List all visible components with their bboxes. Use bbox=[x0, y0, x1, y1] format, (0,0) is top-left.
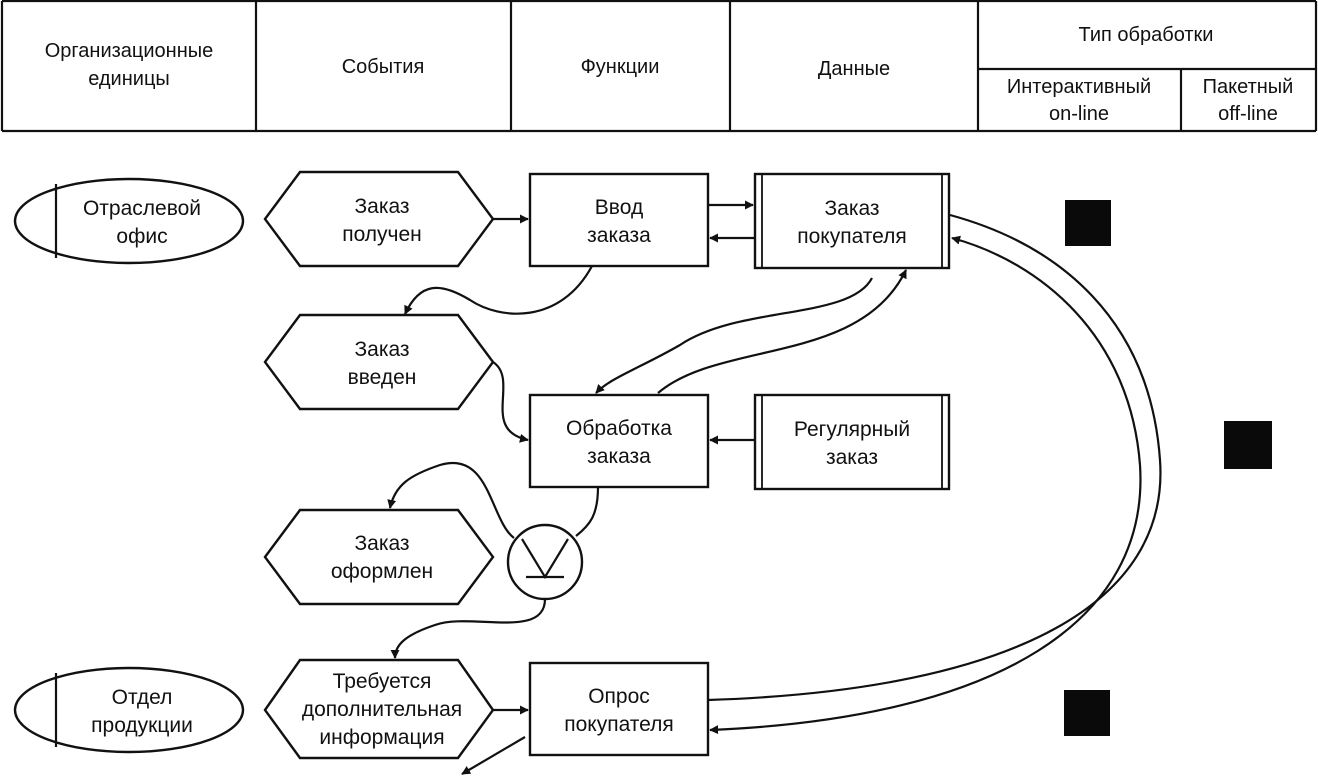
org-unit-label: продукции bbox=[91, 714, 193, 737]
flow-line bbox=[707, 213, 1162, 702]
event-label: Заказ bbox=[354, 532, 409, 555]
function-box bbox=[528, 172, 710, 268]
function-box bbox=[528, 661, 710, 757]
function-customer-inquiry[interactable]: Опрос покупателя bbox=[528, 661, 710, 757]
flow-arrow bbox=[595, 277, 873, 394]
header-interactive: Интерактивный bbox=[1007, 76, 1151, 98]
event-label: введен bbox=[348, 366, 417, 389]
data-box bbox=[753, 172, 951, 270]
flow-arrow bbox=[657, 269, 907, 394]
flow-arrow bbox=[404, 265, 593, 315]
event-hexagon bbox=[263, 508, 495, 606]
flow-connections bbox=[387, 200, 1162, 775]
function-order-entry[interactable]: Ввод заказа bbox=[528, 172, 710, 268]
data-box bbox=[753, 393, 951, 491]
event-order-completed[interactable]: Заказ оформлен bbox=[263, 508, 495, 606]
event-hexagon bbox=[263, 170, 495, 268]
header-processing-type: Тип обработки bbox=[1079, 24, 1214, 46]
data-regular-order[interactable]: Регулярный заказ bbox=[753, 393, 951, 491]
flow-arrow bbox=[492, 361, 529, 443]
org-unit-oval bbox=[13, 666, 245, 754]
flow-arrow bbox=[390, 598, 547, 659]
flow-arrow bbox=[709, 464, 1142, 735]
function-order-processing[interactable]: Обработка заказа bbox=[528, 393, 710, 489]
function-label: заказа bbox=[587, 224, 651, 247]
header-data: Данные bbox=[818, 58, 890, 80]
org-unit-branch-office[interactable]: Отраслевой офис bbox=[13, 177, 245, 265]
event-label: получен bbox=[342, 223, 422, 246]
function-label: заказа bbox=[587, 445, 651, 468]
data-label: Регулярный bbox=[794, 418, 910, 441]
data-label: заказ bbox=[826, 446, 878, 469]
event-order-received[interactable]: Заказ получен bbox=[263, 170, 495, 268]
event-label: Заказ bbox=[354, 195, 409, 218]
org-unit-label: офис bbox=[116, 225, 167, 248]
event-label: информация bbox=[319, 726, 444, 749]
org-unit-production-dept[interactable]: Отдел продукции bbox=[13, 666, 245, 754]
flow-arrow bbox=[387, 461, 515, 539]
header-batch: off-line bbox=[1218, 103, 1278, 125]
header-table: Организационные единицы События Функции … bbox=[0, 0, 1318, 133]
event-label: Требуется bbox=[333, 670, 432, 693]
header-batch: Пакетный bbox=[1203, 76, 1294, 98]
xor-connector-icon[interactable] bbox=[506, 523, 584, 601]
function-label: Опрос bbox=[588, 685, 650, 708]
data-label: Заказ bbox=[824, 197, 879, 220]
flow-arrow bbox=[951, 235, 1142, 466]
event-label: оформлен bbox=[331, 560, 433, 583]
org-unit-oval bbox=[13, 177, 245, 265]
interactive-marker-icon bbox=[1064, 690, 1110, 736]
function-label: покупателя bbox=[564, 713, 674, 736]
data-label: покупателя bbox=[797, 225, 907, 248]
header-interactive: on-line bbox=[1049, 103, 1109, 125]
event-label: дополнительная bbox=[302, 698, 462, 721]
event-order-entered[interactable]: Заказ введен bbox=[263, 313, 495, 411]
flow-arrow bbox=[461, 736, 526, 775]
interactive-marker-icon bbox=[1065, 200, 1111, 246]
event-label: Заказ bbox=[354, 338, 409, 361]
org-unit-label: Отдел bbox=[112, 686, 173, 709]
data-customer-order[interactable]: Заказ покупателя bbox=[753, 172, 951, 270]
event-hexagon bbox=[263, 313, 495, 411]
connector-circle bbox=[506, 523, 584, 601]
flow-line bbox=[575, 486, 600, 537]
event-info-required[interactable]: Требуется дополнительная информация bbox=[263, 658, 495, 760]
header-org-units: Организационные bbox=[45, 40, 214, 62]
function-label: Обработка bbox=[566, 417, 672, 440]
batch-marker-icon bbox=[1224, 421, 1272, 469]
header-org-units: единицы bbox=[88, 68, 170, 90]
function-label: Ввод bbox=[595, 196, 643, 219]
org-unit-label: Отраслевой bbox=[83, 197, 201, 220]
header-events: События bbox=[342, 56, 425, 78]
function-box bbox=[528, 393, 710, 489]
header-functions: Функции bbox=[581, 56, 660, 78]
